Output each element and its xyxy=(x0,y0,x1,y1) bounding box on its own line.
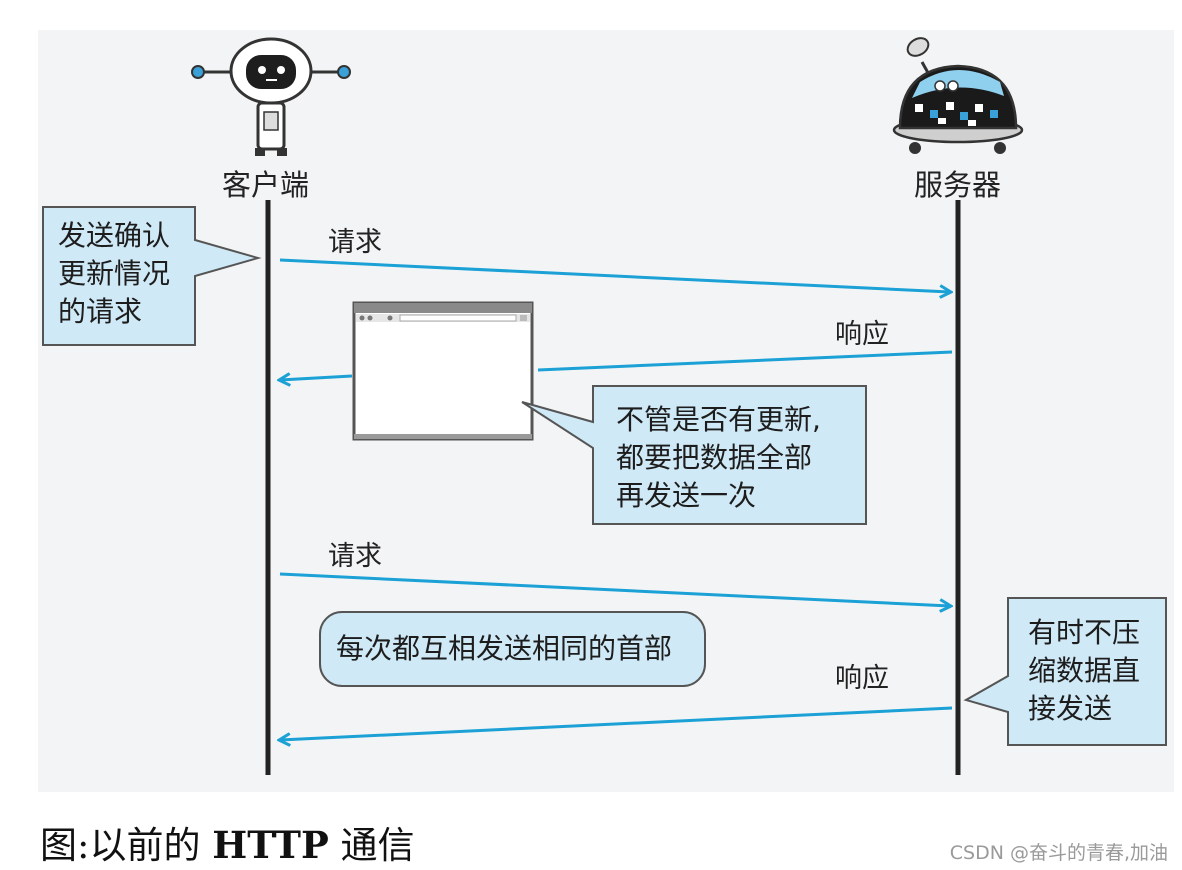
response-label-1: 响应 xyxy=(835,319,889,350)
full-resend-note-text: 不管是否有更新, 都要把数据全部 再发送一次 xyxy=(616,401,821,515)
uncompressed-note-box xyxy=(963,597,1167,746)
same-headers-note-text: 每次都互相发送相同的首部 xyxy=(336,632,673,665)
response-arrow-1a xyxy=(537,350,953,372)
uncompressed-note-text: 有时不压 缩数据直 接发送 xyxy=(1028,614,1140,728)
client-robot-icon xyxy=(191,37,351,156)
response-arrow-1b xyxy=(280,376,353,380)
note-line: 缩数据直 xyxy=(1028,654,1141,687)
note-line: 接发送 xyxy=(1028,692,1113,725)
client-note-box xyxy=(42,206,262,346)
full-resend-note-box xyxy=(521,385,867,525)
server-label: 服务器 xyxy=(914,168,1002,202)
note-line: 的请求 xyxy=(58,295,143,328)
caption-bold: HTTP xyxy=(212,823,329,867)
request-arrow-1 xyxy=(279,258,950,292)
note-line: 有时不压 xyxy=(1028,616,1141,649)
same-headers-note-box xyxy=(319,611,706,687)
client-label: 客户端 xyxy=(222,168,310,202)
caption-prefix: 图:以前的 xyxy=(40,824,213,867)
note-line: 再发送一次 xyxy=(616,479,757,512)
client-note-text: 发送确认 更新情况 的请求 xyxy=(58,217,170,331)
request-label-1: 请求 xyxy=(328,227,382,258)
response-arrow-2 xyxy=(280,706,953,740)
figure-caption: 图:以前的 HTTP 通信 xyxy=(40,815,415,869)
browser-window-icon xyxy=(352,301,534,441)
note-line: 发送确认 xyxy=(58,219,171,252)
server-robot-icon xyxy=(892,37,1024,154)
caption-suffix: 通信 xyxy=(328,824,415,867)
response-label-2: 响应 xyxy=(835,663,889,694)
request-label-2: 请求 xyxy=(328,541,382,572)
note-line: 不管是否有更新, xyxy=(616,403,821,436)
watermark: CSDN @奋斗的青春,加油 xyxy=(949,842,1168,864)
request-arrow-2 xyxy=(279,572,950,606)
note-line: 更新情况 xyxy=(58,257,171,290)
note-line: 都要把数据全部 xyxy=(616,441,813,474)
